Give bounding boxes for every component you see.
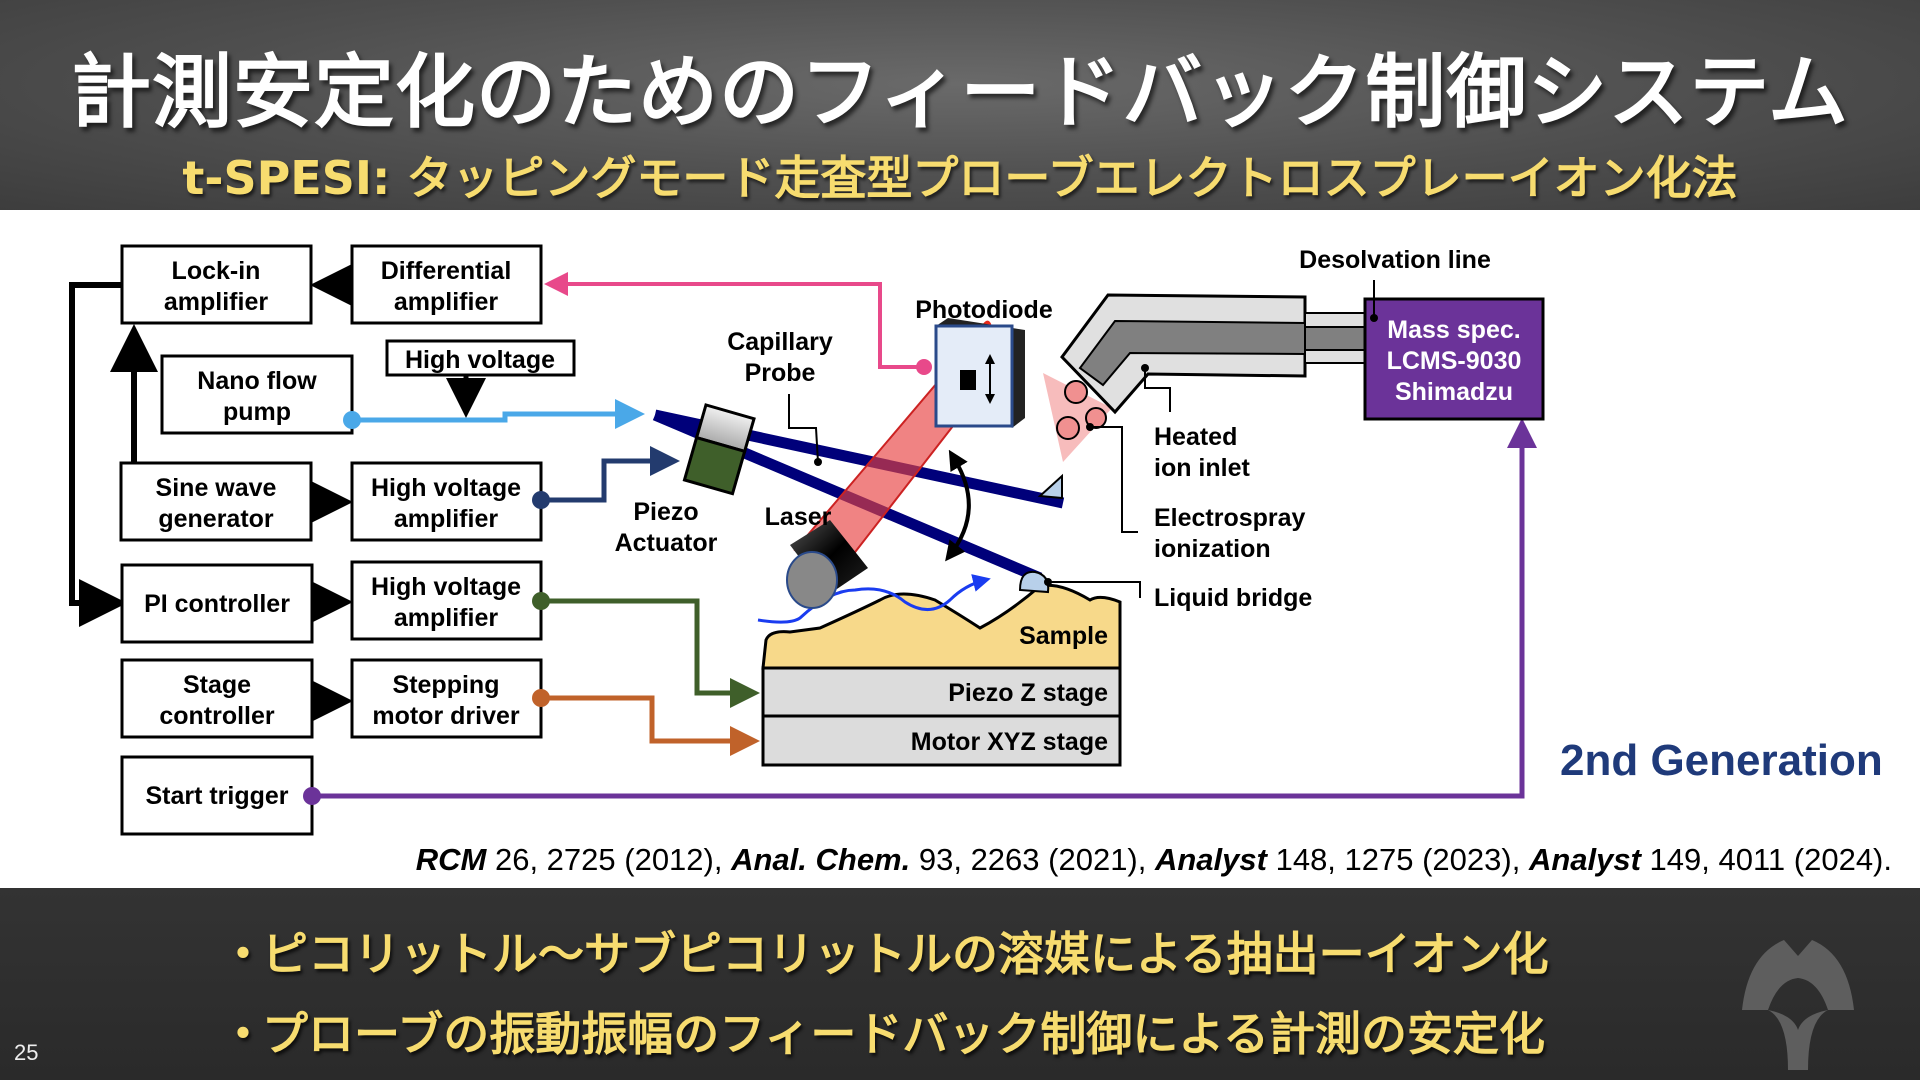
svg-text:High voltage: High voltage — [371, 573, 521, 601]
svg-text:amplifier: amplifier — [394, 604, 498, 632]
svg-text:Stage: Stage — [183, 671, 251, 699]
svg-text:pump: pump — [223, 398, 291, 426]
svg-text:High voltage: High voltage — [371, 474, 521, 502]
heated-ion-inlet — [1060, 293, 1366, 415]
svg-text:Mass spec.: Mass spec. — [1387, 316, 1520, 344]
ref-journal: RCM — [415, 842, 487, 877]
label-laser: Laser — [765, 503, 832, 531]
bullet-text: ピコリットル〜サブピコリットルの溶媒による抽出ーイオン化 — [262, 927, 1549, 981]
signal-trigger-line — [303, 418, 1537, 805]
feedback-diagram: Lock-in amplifier Differential amplifier… — [0, 210, 1920, 888]
signal-motor-stage-line — [532, 689, 760, 756]
svg-text:motor driver: motor driver — [372, 702, 520, 730]
ref-detail: 149, 4011 (2024). — [1640, 842, 1892, 877]
photodiode-icon — [934, 318, 1025, 428]
block-pi-controller: PI controller — [120, 563, 314, 644]
slide-title: 計測安定化のためのフィードバック制御システム — [71, 46, 1849, 139]
svg-text:amplifier: amplifier — [394, 288, 498, 316]
label-ionization: ionization — [1154, 535, 1271, 563]
liquid-bridge — [1018, 570, 1050, 594]
leader-lines — [788, 280, 1375, 598]
svg-text:Nano flow: Nano flow — [197, 367, 317, 395]
block-high-voltage: High voltage — [385, 339, 576, 377]
svg-text:Stepping: Stepping — [393, 671, 500, 699]
svg-text:controller: controller — [159, 702, 275, 730]
references: RCM 26, 2725 (2012), Anal. Chem. 93, 226… — [0, 842, 1892, 878]
svg-text:Lock-in: Lock-in — [172, 257, 261, 285]
block-differential-amplifier: Differential amplifier — [350, 244, 543, 325]
label-sample: Sample — [1019, 622, 1108, 650]
block-stage-controller: Stage controller — [120, 658, 314, 739]
piezo-actuator — [682, 403, 756, 496]
block-high-voltage-amplifier-1: High voltage amplifier — [350, 461, 543, 542]
ref-journal: Analyst — [1528, 842, 1641, 877]
svg-text:amplifier: amplifier — [164, 288, 268, 316]
svg-text:High voltage: High voltage — [405, 346, 555, 374]
svg-text:LCMS-9030: LCMS-9030 — [1387, 347, 1522, 375]
block-stepping-motor-driver: Stepping motor driver — [350, 658, 543, 739]
generation-label: 2nd Generation — [1560, 736, 1883, 785]
label-probe: Probe — [745, 359, 816, 387]
oscillation-arrow — [945, 449, 971, 562]
label-electrospray: Electrospray — [1154, 504, 1306, 532]
ref-detail: 26, 2725 (2012), — [486, 842, 732, 877]
bullet-item: ・ピコリットル〜サブピコリットルの溶媒による抽出ーイオン化 — [220, 918, 1549, 984]
bullet-text: プローブの振動振幅のフィードバック制御による計測の安定化 — [262, 1007, 1545, 1061]
slide-subtitle: t-SPESI: タッピングモード走査型プローブエレクトロスプレーイオン化法 — [182, 151, 1738, 205]
label-piezo: Piezo — [633, 498, 698, 526]
signal-photodiode-line — [544, 272, 932, 375]
control-wires — [69, 261, 486, 725]
svg-text:Start trigger: Start trigger — [145, 782, 288, 810]
diagram-svg: Lock-in amplifier Differential amplifier… — [69, 244, 1545, 836]
label-motor-xyz-stage: Motor XYZ stage — [911, 728, 1108, 756]
slide-header: 計測安定化のためのフィードバック制御システム t-SPESI: タッピングモード… — [0, 0, 1920, 210]
svg-text:generator: generator — [158, 505, 274, 533]
ref-detail: 148, 1275 (2023), — [1266, 842, 1529, 877]
bullet-marker: ・ — [220, 927, 266, 981]
label-actuator: Actuator — [615, 529, 718, 557]
ref-detail: 93, 2263 (2021), — [910, 842, 1155, 877]
scan-path-arrow — [757, 574, 991, 624]
university-logo-icon — [1742, 940, 1854, 1070]
slide-footer: ・ピコリットル〜サブピコリットルの溶媒による抽出ーイオン化 ・プローブの振動振幅… — [0, 888, 1920, 1080]
signal-piezo-drive-line — [532, 446, 680, 509]
label-liquid-bridge: Liquid bridge — [1154, 584, 1312, 612]
label-ion-inlet: ion inlet — [1154, 454, 1251, 482]
block-mass-spec: Mass spec. LCMS-9030 Shimadzu — [1363, 297, 1545, 421]
bullet-item: ・プローブの振動振幅のフィードバック制御による計測の安定化 — [220, 998, 1545, 1064]
label-photodiode: Photodiode — [915, 296, 1053, 324]
svg-text:Differential: Differential — [381, 257, 512, 285]
bullet-marker: ・ — [220, 1007, 266, 1061]
block-start-trigger: Start trigger — [120, 755, 314, 836]
page-number: 25 — [14, 1040, 39, 1065]
label-heated: Heated — [1154, 423, 1237, 451]
label-capillary: Capillary — [727, 328, 833, 356]
svg-text:PI controller: PI controller — [144, 590, 290, 618]
block-sine-wave-generator: Sine wave generator — [119, 461, 313, 542]
ref-journal: Anal. Chem. — [731, 842, 911, 877]
block-lockin-amplifier: Lock-in amplifier — [120, 244, 313, 325]
label-desolvation-line: Desolvation line — [1299, 246, 1491, 274]
svg-text:Sine wave: Sine wave — [156, 474, 277, 502]
electrospray-plume — [1043, 373, 1112, 462]
signal-flow-line — [343, 399, 645, 429]
label-piezo-z-stage: Piezo Z stage — [948, 679, 1108, 707]
ref-journal: Analyst — [1154, 842, 1267, 877]
block-nano-flow-pump: Nano flow pump — [160, 354, 354, 435]
svg-text:Shimadzu: Shimadzu — [1395, 378, 1513, 406]
leader-dots — [814, 314, 1378, 586]
svg-text:amplifier: amplifier — [394, 505, 498, 533]
block-high-voltage-amplifier-2: High voltage amplifier — [350, 560, 543, 641]
signal-z-stage-line — [532, 592, 760, 708]
laser-icon — [786, 520, 868, 609]
stage-stack: Sample Piezo Z stage Motor XYZ stage — [761, 583, 1122, 767]
